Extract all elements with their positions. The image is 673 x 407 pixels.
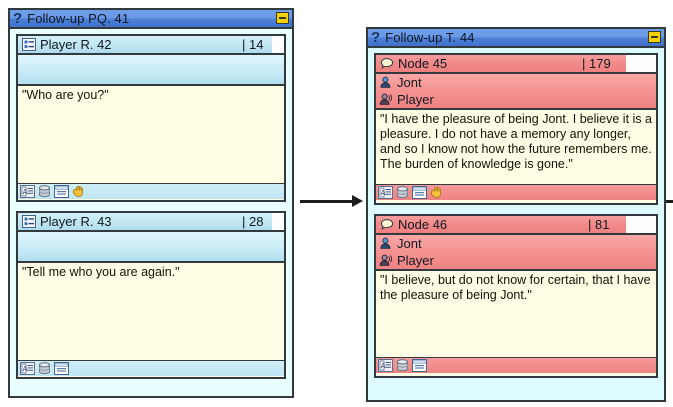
node-icon-tray[interactable]: A: [376, 357, 656, 373]
node-title: Node 46: [398, 217, 448, 232]
node-icon-tray[interactable]: A: [18, 183, 284, 199]
node-text-line: "Tell me who you are again.": [22, 265, 180, 279]
window-title: Follow-up T. 44: [385, 30, 475, 45]
node-speaker-strip: [18, 55, 284, 86]
node-count: | 81: [588, 217, 610, 232]
node-header[interactable]: Player R. 42 | 14: [18, 36, 284, 55]
node-count: | 28: [242, 214, 264, 229]
node-header[interactable]: Player R. 43 | 28: [18, 213, 284, 232]
node-card[interactable]: Player R. 43 | 28 "Tell me who you are a…: [16, 211, 286, 379]
hand-icon[interactable]: [429, 186, 444, 199]
svg-text:A: A: [381, 362, 386, 370]
node-header[interactable]: Node 45 | 179: [376, 55, 656, 74]
node-header[interactable]: Node 46 | 81: [376, 216, 656, 235]
database-icon[interactable]: [37, 185, 52, 198]
node-speaker-strip: [18, 232, 284, 263]
node-card[interactable]: Player R. 42 | 14 "Who are you?" A: [16, 34, 286, 202]
node-text-line: "I believe, but do not know for certain,…: [380, 273, 651, 302]
minimize-button[interactable]: [648, 31, 661, 43]
node-card[interactable]: Node 45 | 179 Jont: [374, 53, 658, 205]
hand-icon[interactable]: [71, 185, 86, 198]
window-form-icon[interactable]: [412, 359, 427, 372]
node-speaker-strip: Jont Player: [376, 74, 656, 110]
titlebar-right[interactable]: ? Follow-up T. 44: [368, 29, 664, 48]
node-text-line: "Who are you?": [22, 88, 109, 102]
node-speaker-strip: Jont Player: [376, 235, 656, 271]
text-document-icon[interactable]: A: [20, 362, 35, 375]
speaker-person-icon: [379, 237, 393, 250]
node-text: "I believe, but do not know for certain,…: [376, 271, 656, 357]
window-title: Follow-up PQ. 41: [27, 11, 130, 26]
speaker-name: Jont: [397, 75, 422, 90]
database-icon[interactable]: [37, 362, 52, 375]
minimize-button[interactable]: [276, 12, 289, 24]
database-icon[interactable]: [395, 359, 410, 372]
node-card[interactable]: Node 46 | 81 Jont: [374, 214, 658, 378]
text-document-icon[interactable]: A: [378, 186, 393, 199]
player-response-icon: [22, 215, 37, 228]
node-count: | 179: [582, 56, 611, 71]
speaker-name: Player: [397, 253, 434, 268]
player-response-icon: [22, 38, 37, 51]
question-mark-icon: ?: [13, 10, 23, 27]
speaker-name: Jont: [397, 236, 422, 251]
speaker-row: Jont: [376, 235, 656, 252]
database-icon[interactable]: [395, 186, 410, 199]
speaker-name: Player: [397, 92, 434, 107]
link-right-outgoing: [666, 200, 673, 203]
node-title: Player R. 43: [40, 214, 112, 229]
node-icon-tray[interactable]: A: [376, 184, 656, 200]
window-body-left: Player R. 42 | 14 "Who are you?" A: [10, 29, 292, 396]
node-text: "Tell me who you are again.": [18, 263, 284, 360]
text-document-icon[interactable]: A: [20, 185, 35, 198]
listener-person-icon: [379, 254, 393, 267]
listener-person-icon: [379, 93, 393, 106]
node-count: | 14: [242, 37, 264, 52]
speaker-row: Jont: [376, 74, 656, 91]
link-left-to-right: [300, 200, 356, 203]
speaker-row: Player: [376, 91, 656, 108]
window-form-icon[interactable]: [412, 186, 427, 199]
question-mark-icon: ?: [371, 29, 381, 46]
text-document-icon[interactable]: A: [378, 359, 393, 372]
node-text: "I have the pleasure of being Jont. I be…: [376, 110, 656, 184]
window-form-icon[interactable]: [54, 185, 69, 198]
titlebar-left[interactable]: ? Follow-up PQ. 41: [10, 10, 292, 29]
speech-bubble-icon: [380, 57, 395, 70]
node-title: Player R. 42: [40, 37, 112, 52]
speaker-person-icon: [379, 76, 393, 89]
window-form-icon[interactable]: [54, 362, 69, 375]
window-body-right: Node 45 | 179 Jont: [368, 48, 664, 400]
svg-text:A: A: [23, 365, 28, 373]
node-text: "Who are you?": [18, 86, 284, 183]
svg-text:A: A: [381, 189, 386, 197]
window-follow-up-t-44[interactable]: ? Follow-up T. 44 Node 45 | 179: [366, 27, 666, 402]
svg-text:A: A: [23, 188, 28, 196]
link-left-to-right-arrowhead: [352, 195, 363, 207]
window-follow-up-pq-41[interactable]: ? Follow-up PQ. 41: [8, 8, 294, 398]
speech-bubble-icon: [380, 218, 395, 231]
node-title: Node 45: [398, 56, 448, 71]
speaker-row: Player: [376, 252, 656, 269]
node-text-line: "I have the pleasure of being Jont. I be…: [380, 112, 652, 171]
node-icon-tray[interactable]: A: [18, 360, 284, 376]
